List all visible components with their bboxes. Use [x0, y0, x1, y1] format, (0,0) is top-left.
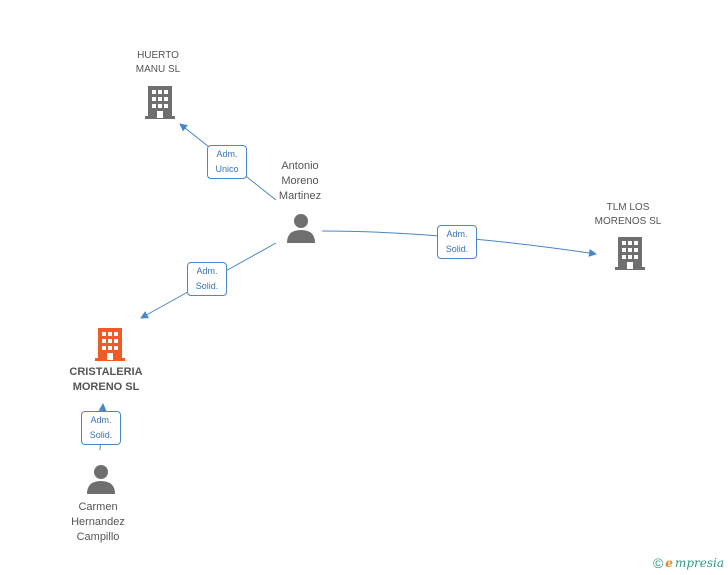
cristaleria-name-line2: MORENO SL [72, 381, 140, 393]
edge-badge-line1: Adm. [446, 229, 468, 239]
edge-badge-line1: Adm. [90, 415, 112, 425]
huerto-name-line1: HUERTO [137, 50, 179, 61]
edge-badge-antonio-tlm[interactable]: Adm. Solid. [437, 225, 477, 259]
edge-badge-line2: Solid. [445, 244, 469, 254]
carmen-name-line2: Hernandez [71, 516, 125, 528]
person-icon[interactable] [285, 212, 317, 244]
edge-badge-line1: Adm. [196, 266, 218, 276]
brand-logo-initial: e [665, 556, 673, 570]
node-huerto-label: HUERTO MANU SL [118, 49, 198, 77]
copyright-icon: © [652, 555, 664, 571]
edge-badge-line2: Unico [215, 164, 239, 174]
antonio-name-line3: Martinez [278, 190, 322, 202]
edge-badge-antonio-cristaleria[interactable]: Adm. Solid. [187, 262, 227, 296]
antonio-name-line2: Moreno [281, 175, 319, 187]
brand-logo-text: mpresia [674, 556, 724, 570]
edge-badge-line1: Adm. [216, 149, 238, 159]
node-tlm-label: TLM LOS MORENOS SL [588, 201, 668, 229]
building-highlight-icon[interactable] [93, 326, 127, 362]
node-cristaleria-label: CRISTALERIA MORENO SL [56, 365, 156, 395]
building-icon[interactable] [143, 84, 177, 120]
carmen-name-line1: Carmen [78, 501, 118, 513]
huerto-name-line2: MANU SL [135, 64, 181, 75]
edge-badge-line2: Solid. [89, 430, 113, 440]
edge-badge-antonio-huerto[interactable]: Adm. Unico [207, 145, 247, 179]
edge-badge-line2: Solid. [195, 281, 219, 291]
person-icon[interactable] [85, 463, 117, 495]
node-carmen-label: Carmen Hernandez Campillo [56, 500, 140, 545]
edge-badge-carmen-cristaleria[interactable]: Adm. Solid. [81, 411, 121, 445]
cristaleria-name-line1: CRISTALERIA [69, 366, 143, 378]
tlm-name-line1: TLM LOS [606, 202, 650, 213]
tlm-name-line2: MORENOS SL [594, 216, 662, 227]
carmen-name-line3: Campillo [76, 531, 120, 543]
building-icon[interactable] [613, 235, 647, 271]
node-antonio-label: Antonio Moreno Martinez [258, 159, 342, 204]
antonio-name-line1: Antonio [281, 160, 319, 172]
